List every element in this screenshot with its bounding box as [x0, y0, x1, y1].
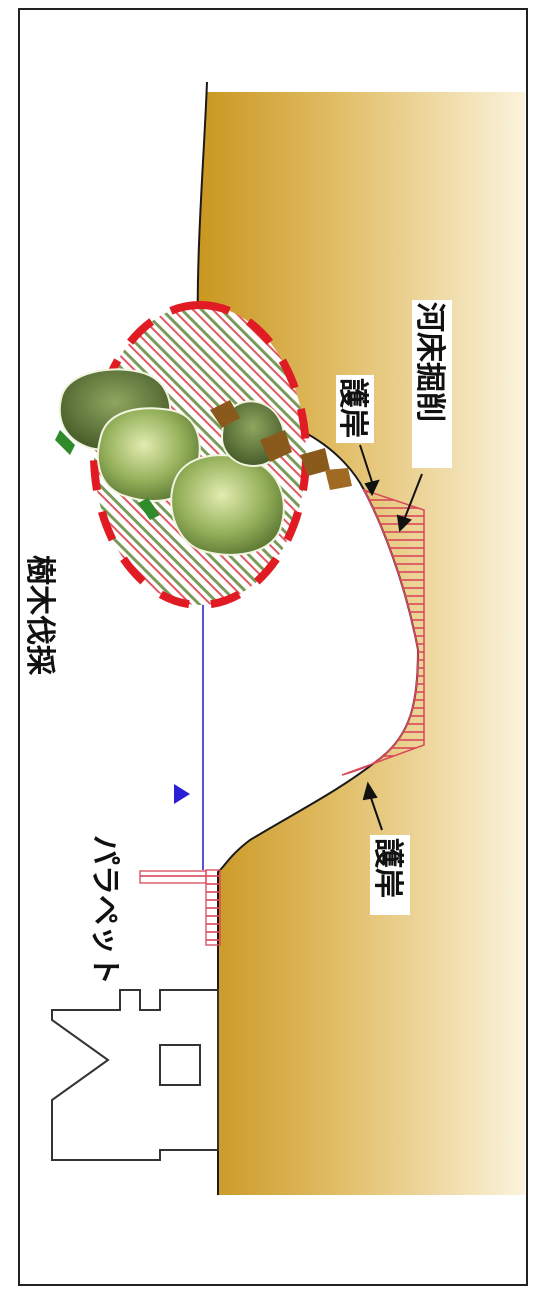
label-arrows	[359, 444, 423, 831]
riverbed-excavation-area	[341, 488, 425, 776]
tree-felling-label: 樹木伐採	[22, 555, 57, 676]
house-icon	[51, 989, 219, 1161]
revetment-upper-box	[336, 375, 374, 443]
water-level-marker-icon	[174, 784, 190, 804]
riverbed-excavation-label: 河床掘削	[412, 302, 447, 422]
ground-bank	[197, 92, 526, 1195]
revetment-upper-label: 護岸	[335, 378, 370, 438]
trees-icon	[55, 368, 352, 556]
parapet-wall	[139, 870, 207, 884]
revetment-lower-box	[370, 835, 410, 915]
parapet-base	[205, 869, 221, 946]
revetment-lower-label: 護岸	[370, 838, 405, 898]
house-window	[159, 1044, 201, 1086]
riverbed-excavation-box	[412, 300, 452, 468]
parapet-label: パラペット	[87, 835, 122, 985]
